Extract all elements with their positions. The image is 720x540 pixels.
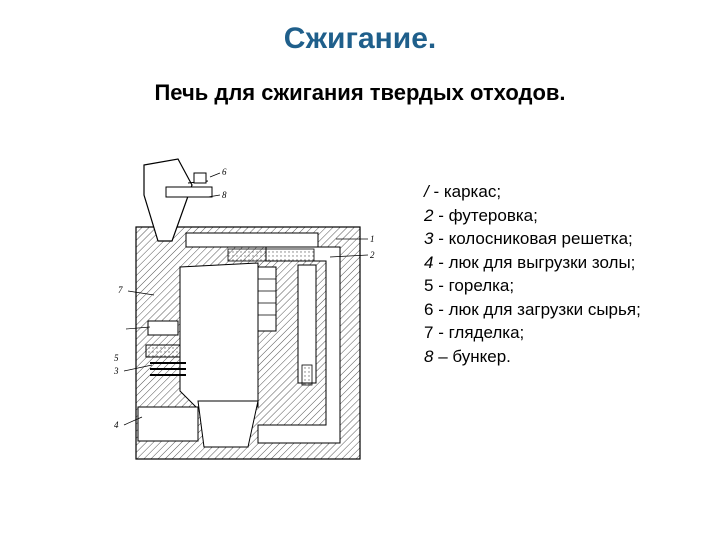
- callout-3: 3: [113, 366, 119, 376]
- legend-item: 5 - горелка;: [424, 276, 515, 295]
- legend-item: 3 - колосниковая решетка;: [424, 229, 633, 248]
- ash-door: [137, 406, 199, 442]
- top-slab-band: [227, 248, 315, 262]
- slide-title: Сжигание.: [283, 22, 437, 55]
- hopper-hatch: [165, 186, 213, 198]
- callout-4: 4: [114, 420, 119, 430]
- callout-1: 1: [370, 234, 375, 244]
- pipe-end: [301, 364, 313, 386]
- burner: [145, 344, 181, 358]
- slide-subtitle: Печь для сжигания твердых отходов.: [154, 80, 566, 105]
- legend-item: 7 - гляделка;: [424, 323, 525, 342]
- lever-box: [193, 172, 207, 184]
- callout-2: 2: [370, 250, 375, 260]
- legend-item: / - каркас;: [424, 182, 502, 201]
- legend-item: 6 - люк для загрузки сырья;: [424, 299, 641, 319]
- top-slab: [185, 232, 319, 248]
- legend: / - каркас; 2 - футеровка; 3 - колоснико…: [424, 180, 641, 368]
- leader-lines: [123, 172, 369, 426]
- legend-item: 8 – бункер.: [424, 346, 511, 366]
- callout-7: 7: [118, 285, 123, 295]
- sight-glass: [147, 320, 179, 336]
- hopper: [143, 158, 193, 242]
- legend-item: 4 - люк для выгрузки золы;: [424, 252, 636, 272]
- callout-5: 5: [114, 353, 119, 363]
- callout-6: 6: [222, 167, 227, 177]
- legend-item: 2 - футеровка;: [424, 205, 538, 225]
- ash-pit: [197, 400, 259, 448]
- grate: [150, 362, 186, 376]
- furnace-diagram: 1 2 3 4 5 6 7 8: [113, 158, 375, 460]
- combustion-chamber: [179, 262, 259, 408]
- callout-8: 8: [222, 190, 227, 200]
- brick-column: [257, 266, 277, 332]
